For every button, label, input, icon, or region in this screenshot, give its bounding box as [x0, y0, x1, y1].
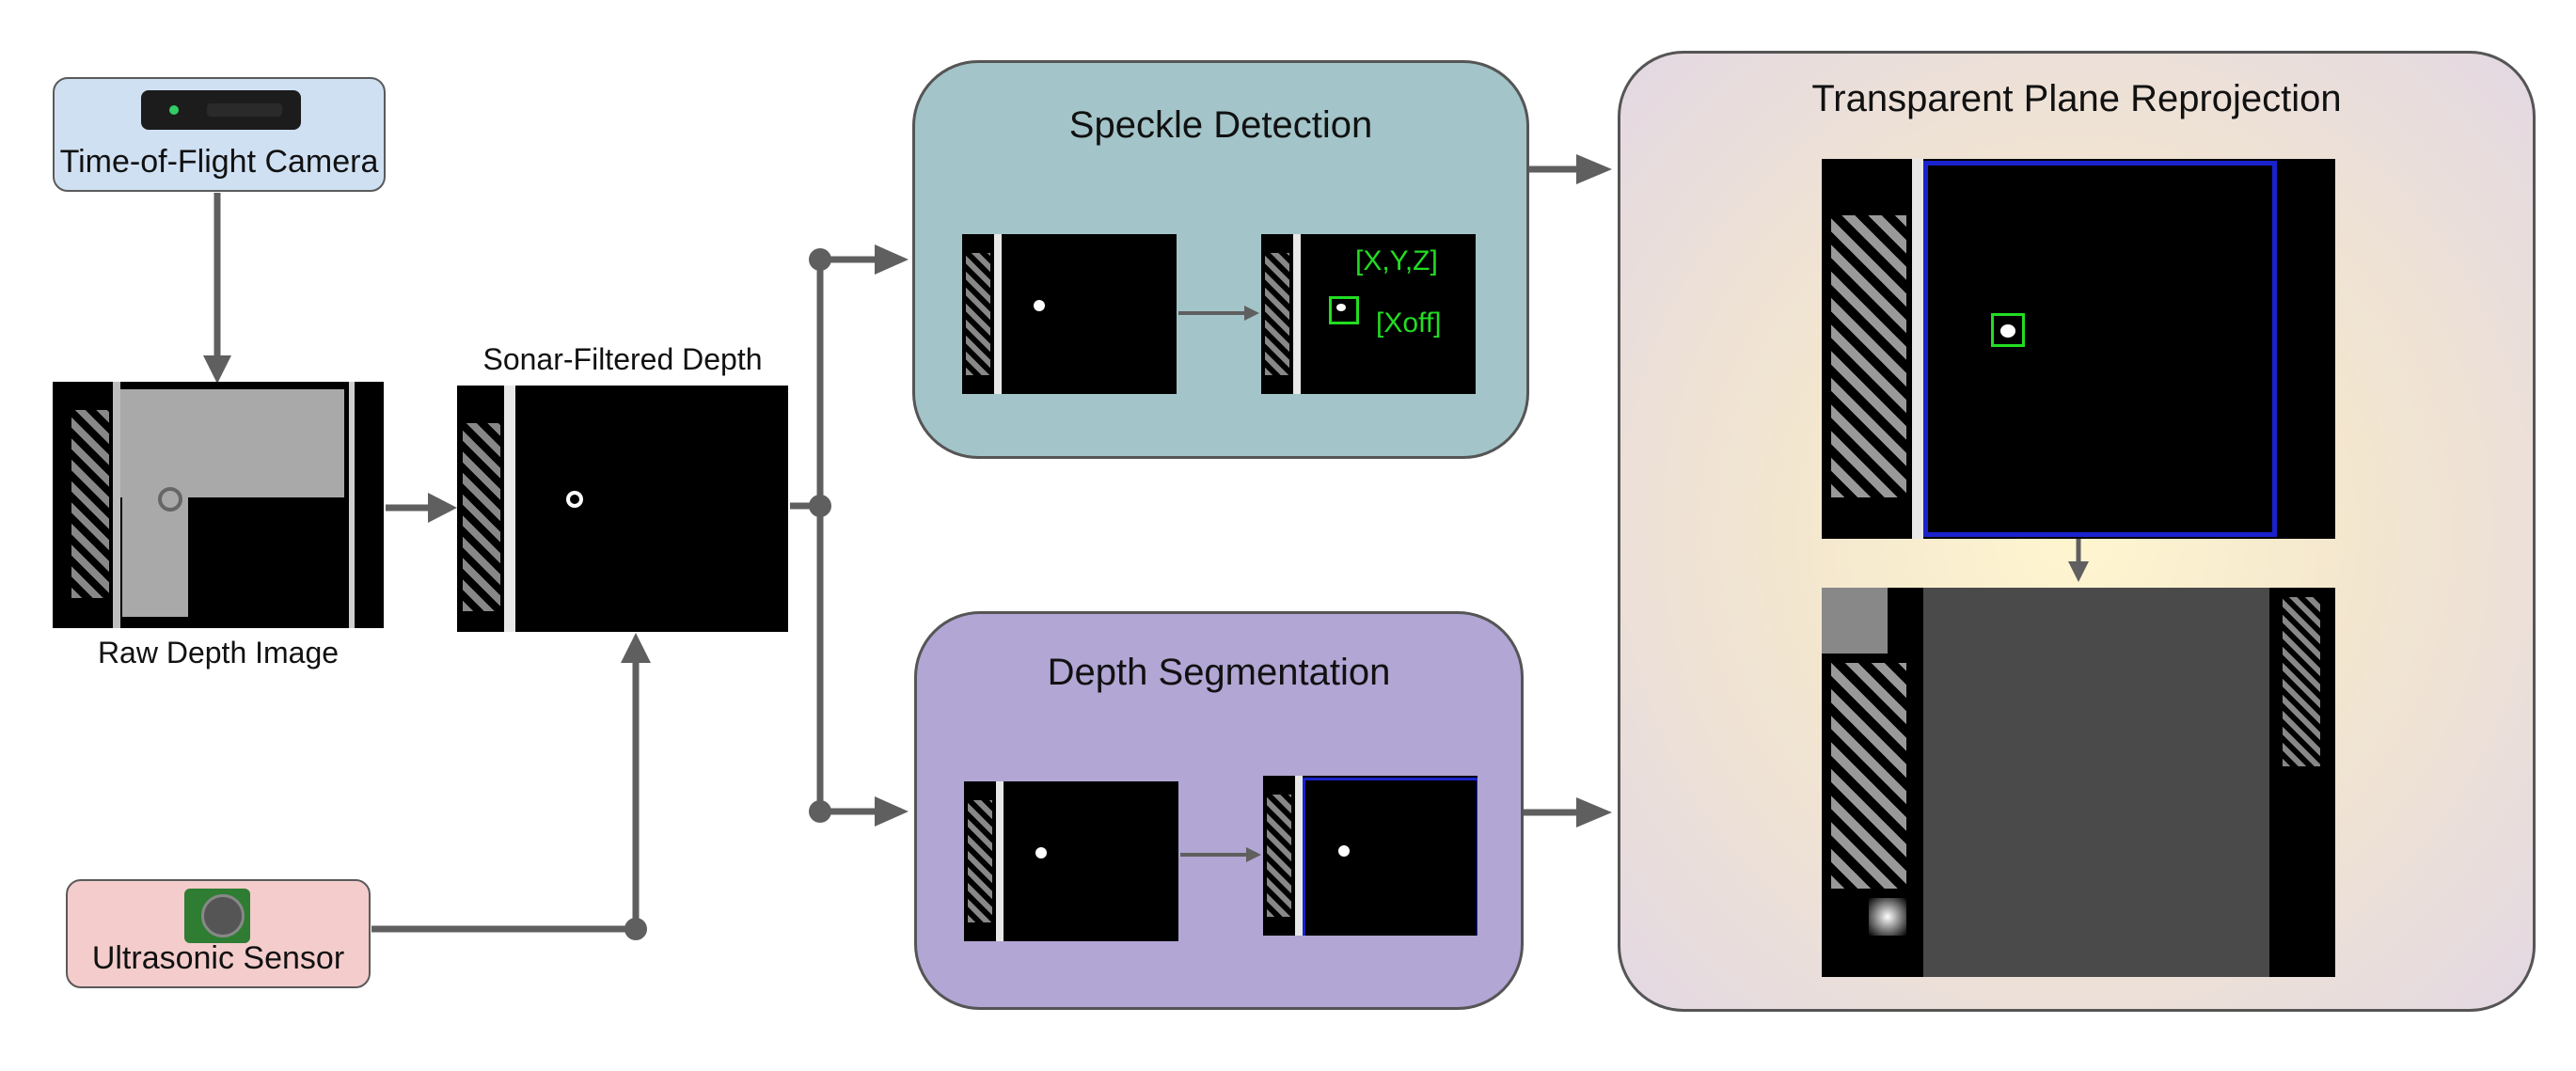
speckle-detection-title: Speckle Detection — [1068, 104, 1373, 146]
junction-dot-bottom — [809, 800, 831, 823]
reprojection-inner-arrow — [2068, 539, 2089, 582]
xoff-annotation: [Xoff] — [1376, 307, 1442, 339]
speckle-inner-arrow — [1178, 306, 1259, 321]
segmentation-output-image — [1263, 776, 1478, 936]
xyz-annotation: [X,Y,Z] — [1355, 245, 1438, 276]
sonar-filtered-caption: Sonar-Filtered Depth — [482, 342, 763, 376]
plane-bounding-box — [1923, 161, 2277, 537]
arrowhead-ultrasonic — [621, 633, 651, 663]
depth-camera-icon — [141, 90, 301, 130]
ultrasonic-sensor-label: Ultrasonic Sensor — [91, 940, 345, 976]
ultrasonic-sensor-icon — [184, 889, 250, 943]
reprojection-panel: Transparent Plane Reprojection — [1618, 51, 2536, 1012]
junction-dot-top — [809, 248, 831, 271]
raw-depth-caption: Raw Depth Image — [97, 636, 340, 669]
reprojection-top-image — [1822, 159, 2335, 539]
speckle-bounding-box — [1329, 296, 1359, 324]
arrowhead-raw — [428, 493, 457, 523]
junction-dot-split — [809, 495, 831, 517]
depth-segmentation-title: Depth Segmentation — [1047, 652, 1391, 693]
sonar-filtered-image — [457, 386, 788, 632]
plane-bounding-box — [1303, 778, 1478, 936]
speckle-input-image — [962, 234, 1177, 394]
raw-depth-image — [53, 382, 384, 628]
ultrasonic-sensor-box: Ultrasonic Sensor — [66, 879, 371, 988]
speckle-bounding-box — [1991, 313, 2025, 347]
arrowhead-camera — [203, 355, 231, 384]
speckle-detection-panel: Speckle Detection [X,Y,Z] [Xoff] — [912, 60, 1529, 459]
tof-camera-box: Time-of-Flight Camera — [53, 77, 386, 192]
arrowhead-segmentation-out — [1576, 797, 1612, 827]
arrowhead-speckle — [875, 244, 909, 275]
tof-camera-label: Time-of-Flight Camera — [59, 144, 379, 180]
speckle-output-image: [X,Y,Z] [Xoff] — [1261, 234, 1476, 394]
depth-segmentation-panel: Depth Segmentation — [914, 611, 1524, 1010]
junction-dot-ultrasonic — [624, 918, 647, 940]
arrowhead-speckle-out — [1576, 154, 1612, 184]
reprojection-title: Transparent Plane Reprojection — [1811, 78, 2342, 119]
segmentation-input-image — [964, 781, 1178, 941]
arrow-ultrasonic-to-filtered — [371, 658, 640, 933]
reprojection-bottom-image — [1822, 588, 2335, 977]
segmentation-inner-arrow — [1180, 847, 1261, 862]
arrowhead-segmentation — [875, 796, 909, 827]
